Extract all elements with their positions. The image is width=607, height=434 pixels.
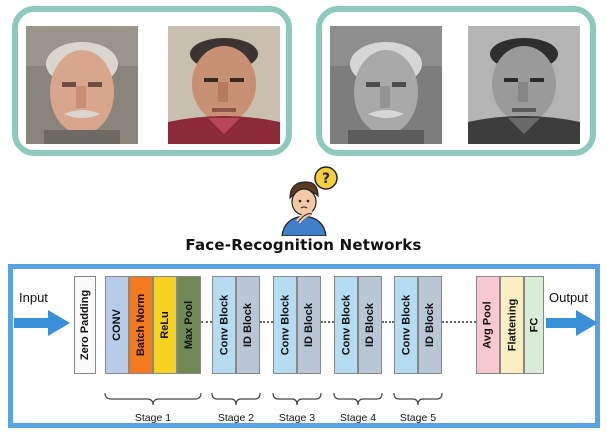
gray-face-panel <box>316 6 596 156</box>
stage3-id-block: ID Block <box>297 276 321 374</box>
max-pool-block: Max Pool <box>177 276 201 374</box>
stage4-id-block: ID Block <box>358 276 382 374</box>
stage-label-5: Stage 5 <box>399 412 437 424</box>
input-label: Input <box>19 290 48 305</box>
batch-norm-block: Batch Norm <box>129 276 153 374</box>
connector-dots <box>382 321 394 323</box>
connector-dots <box>260 321 273 323</box>
stage3-brace <box>272 392 322 406</box>
stage-label-3: Stage 3 <box>278 412 316 424</box>
thinking-person-icon: ? <box>276 164 342 236</box>
face-photo-gray-1 <box>330 26 442 144</box>
flattening-block: Flattening <box>500 276 524 374</box>
output-label: Output <box>549 290 589 305</box>
face-photo-color-2 <box>168 26 280 144</box>
network-title: Face-Recognition Networks <box>185 236 422 254</box>
stage-label-4: Stage 4 <box>339 412 377 424</box>
face-photo-color-1 <box>26 26 138 144</box>
input-arrow-icon <box>14 310 70 336</box>
stage4-conv-block: Conv Block <box>334 276 358 374</box>
connector-dots <box>321 321 334 323</box>
relu-block: ReLu <box>153 276 177 374</box>
conv-block-stage1: CONV <box>105 276 129 374</box>
zero-padding-block: Zero Padding <box>74 276 96 374</box>
face-photo-gray-2 <box>468 26 580 144</box>
stage-label-2: Stage 2 <box>217 412 255 424</box>
fc-block: FC <box>524 276 544 374</box>
svg-text:?: ? <box>322 171 330 187</box>
stage2-conv-block: Conv Block <box>212 276 236 374</box>
stage5-conv-block: Conv Block <box>394 276 418 374</box>
stage1-brace <box>104 392 202 406</box>
stage4-brace <box>333 392 383 406</box>
stage5-brace <box>393 392 443 406</box>
output-arrow-icon <box>546 310 598 336</box>
connector-dots <box>201 321 212 323</box>
stage5-id-block: ID Block <box>418 276 442 374</box>
avg-pool-block: Avg Pool <box>476 276 500 374</box>
stage-label-1: Stage 1 <box>134 412 172 424</box>
stage2-brace <box>211 392 261 406</box>
color-face-panel <box>12 6 292 156</box>
connector-dots <box>442 321 476 323</box>
stage2-id-block: ID Block <box>236 276 260 374</box>
stage3-conv-block: Conv Block <box>273 276 297 374</box>
